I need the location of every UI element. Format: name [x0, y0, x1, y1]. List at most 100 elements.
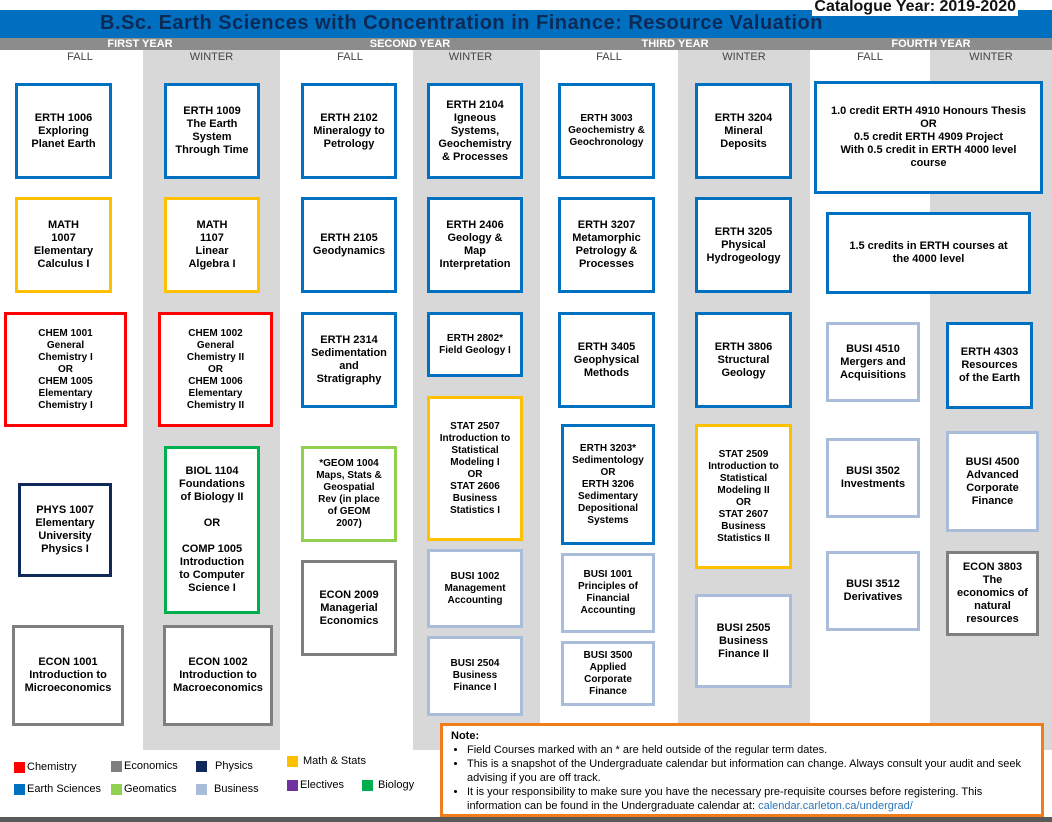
- legend-swatch: [111, 760, 122, 772]
- bottom-rule: [0, 817, 1052, 822]
- course-label: ERTH 3806 Structural Geology: [714, 340, 773, 379]
- course-biol1104: BIOL 1104 Foundations of Biology II OR C…: [164, 446, 260, 614]
- course-chem1002: CHEM 1002 General Chemistry II OR CHEM 1…: [158, 312, 273, 427]
- legend-geomatics: Geomatics: [111, 783, 177, 795]
- course-busi2505: BUSI 2505 Business Finance II: [695, 594, 792, 688]
- course-erth4303: ERTH 4303 Resources of the Earth: [946, 322, 1033, 409]
- legend-biology: Biology: [362, 779, 414, 791]
- legend-swatch: [111, 783, 122, 795]
- course-erth3003: ERTH 3003 Geochemistry & Geochronology: [558, 83, 655, 179]
- course-chem1001: CHEM 1001 General Chemistry I OR CHEM 10…: [4, 312, 127, 427]
- year-header-fourth: FOURTH YEAR: [891, 38, 971, 50]
- note-item-text: It is your responsibility to make sure y…: [467, 786, 983, 812]
- legend-label: Business: [214, 783, 259, 795]
- course-label: ERTH 2102 Mineralogy to Petrology: [313, 111, 385, 150]
- course-label: ECON 3803 The economics of natural resou…: [957, 561, 1028, 625]
- course-label: STAT 2507 Introduction to Statistical Mo…: [439, 420, 511, 516]
- course-label: PHYS 1007 Elementary University Physics …: [35, 504, 95, 555]
- course-econ1002: ECON 1002 Introduction to Macroeconomics: [163, 625, 273, 726]
- legend-business: Business: [196, 783, 259, 795]
- term-label: WINTER: [189, 51, 234, 63]
- course-label: ERTH 3205 Physical Hydrogeology: [706, 225, 781, 264]
- course-erth3207: ERTH 3207 Metamorphic Petrology & Proces…: [558, 197, 655, 293]
- course-econ2009: ECON 2009 Managerial Economics: [301, 560, 397, 656]
- course-label: BUSI 1001 Principles of Financial Accoun…: [577, 569, 638, 616]
- course-busi3500: BUSI 3500 Applied Corporate Finance: [561, 641, 655, 706]
- course-busi4500: BUSI 4500 Advanced Corporate Finance: [946, 431, 1039, 532]
- course-label: BUSI 4510 Mergers and Acquisitions: [839, 342, 906, 381]
- course-label: ERTH 3203* Sedimentology OR ERTH 3206 Se…: [572, 442, 644, 526]
- title-bar: B.Sc. Earth Sciences with Concentration …: [0, 0, 1052, 38]
- course-label: BUSI 3512 Derivatives: [843, 578, 903, 603]
- legend-economics: Economics: [111, 760, 178, 772]
- course-erth3205: ERTH 3205 Physical Hydrogeology: [695, 197, 792, 293]
- note-item: Field Courses marked with an * are held …: [467, 743, 1033, 757]
- term-label: WINTER: [969, 51, 1013, 63]
- course-label: ERTH 2104 Igneous Systems, Geochemistry …: [438, 98, 512, 163]
- course-phys1007: PHYS 1007 Elementary University Physics …: [18, 483, 112, 577]
- term-label: FALL: [857, 51, 883, 63]
- course-label: ERTH 3003 Geochemistry & Geochronology: [568, 113, 645, 148]
- legend-physics: Physics: [196, 760, 253, 772]
- course-erth2102: ERTH 2102 Mineralogy to Petrology: [301, 83, 397, 179]
- course-math1107: MATH 1107 Linear Algebra I: [164, 197, 260, 293]
- course-stat2507: STAT 2507 Introduction to Statistical Mo…: [427, 396, 523, 541]
- legend-swatch: [287, 755, 298, 767]
- legend-electives: Electives: [287, 779, 344, 791]
- course-label: 1.0 credit ERTH 4910 Honours Thesis OR 0…: [830, 105, 1026, 169]
- legend-math-stats: Math & Stats: [287, 755, 366, 767]
- course-erth4910: 1.0 credit ERTH 4910 Honours Thesis OR 0…: [814, 81, 1043, 194]
- note-box: Note: Field Courses marked with an * are…: [440, 723, 1044, 817]
- term-label: FALL: [67, 51, 93, 63]
- course-erth3806: ERTH 3806 Structural Geology: [695, 312, 792, 408]
- legend-label: Chemistry: [27, 761, 77, 773]
- course-busi4510: BUSI 4510 Mergers and Acquisitions: [826, 322, 920, 402]
- course-erth2802: ERTH 2802* Field Geology I: [427, 312, 523, 377]
- course-label: BUSI 3500 Applied Corporate Finance: [583, 649, 633, 697]
- term-label: FALL: [596, 51, 622, 63]
- note-list: Field Courses marked with an * are held …: [451, 743, 1033, 813]
- course-label: ERTH 3207 Metamorphic Petrology & Proces…: [572, 219, 641, 270]
- course-label: BUSI 4500 Advanced Corporate Finance: [965, 455, 1020, 507]
- course-label: ERTH 4303 Resources of the Earth: [958, 346, 1021, 384]
- course-label: BUSI 2504 Business Finance I: [450, 658, 500, 693]
- course-label: ERTH 3204 Mineral Deposits: [714, 111, 773, 150]
- year-header-first: FIRST YEAR: [107, 38, 173, 50]
- note-heading: Note:: [451, 730, 480, 742]
- course-label: CHEM 1002 General Chemistry II OR CHEM 1…: [186, 327, 245, 411]
- course-erth4000-credits: 1.5 credits in ERTH courses at the 4000 …: [826, 212, 1031, 294]
- legend-label: Math & Stats: [303, 755, 366, 767]
- course-label: *GEOM 1004 Maps, Stats & Geospatial Rev …: [316, 458, 382, 529]
- course-label: ERTH 2406 Geology & Map Interpretation: [439, 219, 511, 270]
- course-label: BUSI 3502 Investments: [840, 465, 906, 490]
- legend-earth-sciences: Earth Sciences: [14, 783, 101, 795]
- course-busi1002: BUSI 1002 Management Accounting: [427, 549, 523, 628]
- course-busi3512: BUSI 3512 Derivatives: [826, 551, 920, 631]
- course-label: ERTH 3405 Geophysical Methods: [573, 340, 640, 379]
- course-label: ECON 1002 Introduction to Macroeconomics: [173, 656, 263, 694]
- course-erth2406: ERTH 2406 Geology & Map Interpretation: [427, 197, 523, 293]
- legend-label: Earth Sciences: [27, 783, 101, 795]
- calendar-link[interactable]: calendar.carleton.ca/undergrad/: [758, 800, 913, 812]
- year-bar: [0, 38, 1052, 50]
- course-label: MATH 1007 Elementary Calculus I: [33, 219, 94, 270]
- legend-label: Electives: [300, 779, 345, 791]
- course-erth1009: ERTH 1009 The Earth System Through Time: [164, 83, 260, 179]
- legend-swatch: [14, 761, 25, 773]
- course-label: ERTH 1009 The Earth System Through Time: [175, 105, 249, 156]
- legend-label: Biology: [378, 779, 415, 791]
- course-label: BUSI 1002 Management Accounting: [444, 570, 506, 606]
- legend-swatch: [362, 779, 373, 791]
- course-label: ECON 2009 Managerial Economics: [319, 588, 379, 627]
- course-label: ERTH 2105 Geodynamics: [312, 232, 386, 257]
- catalogue-year: Catalogue Year: 2019-2020: [812, 0, 1018, 16]
- course-label: 1.5 credits in ERTH courses at the 4000 …: [849, 240, 1008, 265]
- legend-label: Geomatics: [124, 783, 177, 795]
- course-label: CHEM 1001 General Chemistry I OR CHEM 10…: [38, 327, 93, 411]
- course-stat2509: STAT 2509 Introduction to Statistical Mo…: [695, 424, 792, 569]
- year-header-second: SECOND YEAR: [369, 38, 451, 50]
- course-econ3803: ECON 3803 The economics of natural resou…: [946, 551, 1039, 636]
- legend-swatch: [287, 779, 298, 791]
- legend-swatch: [14, 783, 25, 795]
- legend-chemistry: Chemistry: [14, 761, 77, 773]
